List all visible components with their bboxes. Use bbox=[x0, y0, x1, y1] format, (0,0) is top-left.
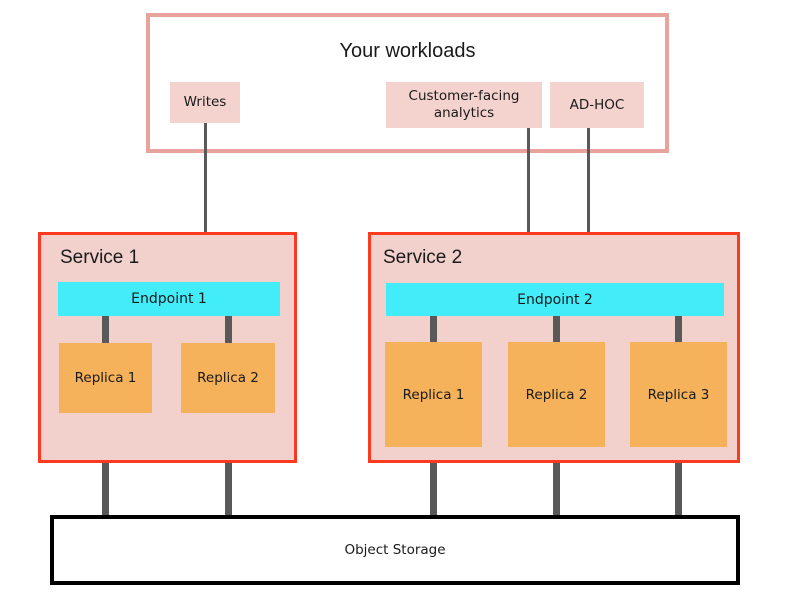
connector-endpoint-1-to-replica-1 bbox=[102, 312, 109, 346]
object-storage-box[interactable]: Object Storage bbox=[50, 515, 740, 585]
replica-node-service-1-replica-1[interactable]: Replica 1 bbox=[59, 343, 152, 413]
connector-service-2-replica-3-to-storage bbox=[675, 443, 682, 518]
replica-node-service-1-replica-2[interactable]: Replica 2 bbox=[181, 343, 275, 413]
connector-service-1-replica-1-to-storage bbox=[102, 410, 109, 518]
connector-endpoint-2-to-replica-2 bbox=[553, 312, 560, 345]
connector-endpoint-2-to-replica-3 bbox=[675, 312, 682, 345]
endpoint-bar-endpoint-2[interactable]: Endpoint 2 bbox=[386, 283, 724, 316]
connector-service-2-replica-1-to-storage bbox=[430, 443, 437, 518]
connector-endpoint-2-to-replica-1 bbox=[430, 312, 437, 345]
connector-endpoint-1-to-replica-2 bbox=[225, 312, 232, 346]
replica-node-service-2-replica-3[interactable]: Replica 3 bbox=[630, 342, 727, 447]
connector-writes-to-endpoint-1 bbox=[204, 123, 207, 266]
service-title-service-1: Service 1 bbox=[60, 247, 140, 268]
connector-service-2-replica-2-to-storage bbox=[553, 443, 560, 518]
workload-chip-customer-facing-analytics[interactable]: Customer-facing analytics bbox=[386, 82, 542, 128]
workload-chip-ad-hoc[interactable]: AD-HOC bbox=[550, 82, 644, 128]
service-title-service-2: Service 2 bbox=[383, 247, 463, 268]
workload-chip-writes[interactable]: Writes bbox=[170, 82, 240, 123]
connector-ad-hoc-to-endpoint-2 bbox=[587, 128, 590, 269]
connector-customer-facing-analytics-to-endpoint-2 bbox=[527, 128, 530, 269]
workloads-title: Your workloads bbox=[339, 40, 476, 62]
endpoint-bar-endpoint-1[interactable]: Endpoint 1 bbox=[58, 282, 280, 316]
connector-service-1-replica-2-to-storage bbox=[225, 410, 232, 518]
replica-node-service-2-replica-2[interactable]: Replica 2 bbox=[508, 342, 605, 447]
replica-node-service-2-replica-1[interactable]: Replica 1 bbox=[385, 342, 482, 447]
